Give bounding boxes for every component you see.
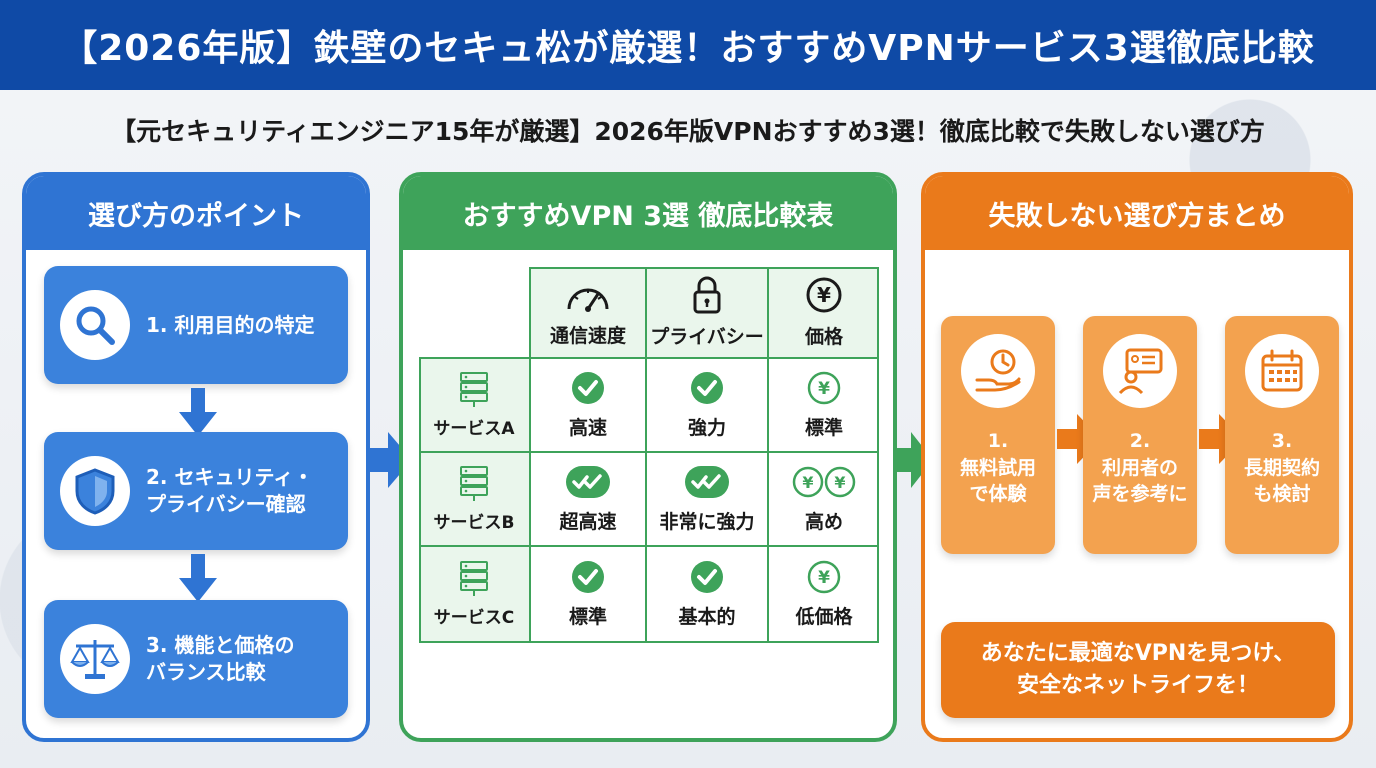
- point-step-1: 1. 利用目的の特定: [44, 266, 348, 384]
- column-header-privacy: プライバシー: [647, 267, 767, 357]
- server-icon: [460, 560, 488, 596]
- summary-step-2: 2. 利用者の 声を参考に: [1083, 316, 1197, 554]
- table-grid-line: [767, 267, 769, 643]
- shield-icon: [60, 456, 130, 526]
- double-check-icon: [685, 465, 729, 498]
- cell-a-price-text: 標準: [804, 416, 843, 439]
- server-icon: [460, 371, 488, 407]
- table-grid-line: [419, 357, 879, 359]
- header-banner: 【2026年版】鉄壁のセキュ松が厳選！おすすめVPNサービス3選徹底比較: [0, 0, 1376, 90]
- cell-b-privacy: 非常に強力: [647, 453, 767, 545]
- summary-panel: 失敗しない選び方まとめ 1. 無料試用 で体験 2. 利用者の 声を参考に 3.…: [921, 172, 1353, 742]
- row-header-service-a-label: サービスA: [433, 418, 515, 439]
- svg-text:¥: ¥: [817, 283, 831, 307]
- comparison-table: 通信速度 プライバシー ¥ 価格 サービスA サービスB サービスC 高速: [419, 267, 879, 643]
- table-grid-line: [529, 267, 879, 269]
- cell-a-privacy-text: 強力: [687, 416, 726, 439]
- yen-icon: ¥: [807, 560, 841, 593]
- summary-step-1-label: 1. 無料試用 で体験: [959, 430, 1036, 506]
- cell-c-privacy-text: 基本的: [678, 605, 736, 628]
- column-header-speed-label: 通信速度: [549, 324, 626, 347]
- table-grid-line: [419, 357, 421, 643]
- cell-a-price: ¥ 標準: [769, 359, 879, 451]
- comparison-table-title: おすすめVPN 3選 徹底比較表: [403, 176, 893, 250]
- down-arrow-icon: [179, 554, 217, 602]
- row-header-service-c: サービスC: [419, 547, 529, 641]
- check-icon: [691, 371, 723, 404]
- svg-text:¥: ¥: [818, 379, 830, 399]
- cell-c-price-text: 低価格: [795, 605, 853, 628]
- column-header-speed: 通信速度: [531, 267, 645, 357]
- point-step-3: 3. 機能と価格の バランス比較: [44, 600, 348, 718]
- calendar-icon: [1245, 334, 1319, 408]
- table-grid-line: [645, 267, 647, 643]
- check-icon: [572, 371, 604, 404]
- cell-b-privacy-text: 非常に強力: [659, 510, 755, 533]
- server-icon: [460, 465, 488, 501]
- review-icon: [1103, 334, 1177, 408]
- comparison-table-panel: おすすめVPN 3選 徹底比較表 通信速度 プライバシー ¥ 価格 サービスA …: [399, 172, 897, 742]
- double-check-icon: [566, 465, 610, 498]
- cell-c-price: ¥ 低価格: [769, 547, 879, 641]
- scale-icon: [60, 624, 130, 694]
- check-icon: [691, 560, 723, 593]
- page-subtitle: 【元セキュリティエンジニア15年が厳選】2026年版VPNおすすめ3選！徹底比較…: [111, 117, 1265, 146]
- summary-title: 失敗しない選び方まとめ: [925, 176, 1349, 250]
- magnifier-icon: [60, 290, 130, 360]
- cell-b-price: ¥¥ 高め: [769, 453, 879, 545]
- table-grid-line: [419, 545, 879, 547]
- svg-text:¥: ¥: [802, 473, 813, 492]
- svg-text:¥: ¥: [834, 473, 845, 492]
- summary-step-3: 3. 長期契約 も検討: [1225, 316, 1339, 554]
- down-arrow-icon: [179, 388, 217, 436]
- point-step-2-label: 2. セキュリティ・ プライバシー確認: [146, 465, 314, 516]
- clock-hand-icon: [961, 334, 1035, 408]
- table-grid-line: [419, 451, 879, 453]
- svg-text:¥: ¥: [818, 568, 830, 588]
- point-step-3-label: 3. 機能と価格の バランス比較: [146, 633, 295, 684]
- cell-b-speed-text: 超高速: [559, 510, 617, 533]
- row-header-service-a: サービスA: [419, 359, 529, 451]
- yen-icon: ¥: [807, 371, 841, 404]
- table-grid-line: [877, 267, 879, 643]
- column-header-price: ¥ 価格: [769, 267, 879, 357]
- summary-step-3-label: 3. 長期契約 も検討: [1243, 430, 1320, 506]
- cell-b-price-text: 高め: [804, 510, 843, 533]
- yen-icon: ¥: [806, 277, 842, 312]
- cell-a-speed-text: 高速: [568, 416, 607, 439]
- column-header-privacy-label: プライバシー: [650, 325, 764, 348]
- point-step-2: 2. セキュリティ・ プライバシー確認: [44, 432, 348, 550]
- cell-c-speed: 標準: [531, 547, 645, 641]
- summary-step-2-label: 2. 利用者の 声を参考に: [1092, 430, 1188, 506]
- point-step-1-label: 1. 利用目的の特定: [146, 312, 315, 337]
- cell-a-speed: 高速: [531, 359, 645, 451]
- selection-points-panel: 選び方のポイント 1. 利用目的の特定 2. セキュリティ・ プライバシー確認 …: [22, 172, 370, 742]
- row-header-service-b: サービスB: [419, 453, 529, 545]
- cell-b-speed: 超高速: [531, 453, 645, 545]
- column-header-price-label: 価格: [804, 325, 843, 348]
- row-header-service-b-label: サービスB: [433, 512, 515, 533]
- table-grid-line: [419, 641, 879, 643]
- table-grid-line: [529, 267, 531, 643]
- page-title: 【2026年版】鉄壁のセキュ松が厳選！おすすめVPNサービス3選徹底比較: [61, 28, 1315, 69]
- row-header-service-c-label: サービスC: [433, 607, 515, 628]
- double-yen-icon: ¥¥: [792, 466, 856, 497]
- summary-banner: あなたに最適なVPNを見つけ、 安全なネットライフを！: [941, 622, 1335, 718]
- cell-c-speed-text: 標準: [568, 605, 607, 628]
- lock-icon: [693, 276, 721, 313]
- cell-c-privacy: 基本的: [647, 547, 767, 641]
- speedometer-icon: [567, 288, 609, 312]
- check-icon: [572, 560, 604, 593]
- summary-step-1: 1. 無料試用 で体験: [941, 316, 1055, 554]
- selection-points-title: 選び方のポイント: [26, 176, 366, 250]
- cell-a-privacy: 強力: [647, 359, 767, 451]
